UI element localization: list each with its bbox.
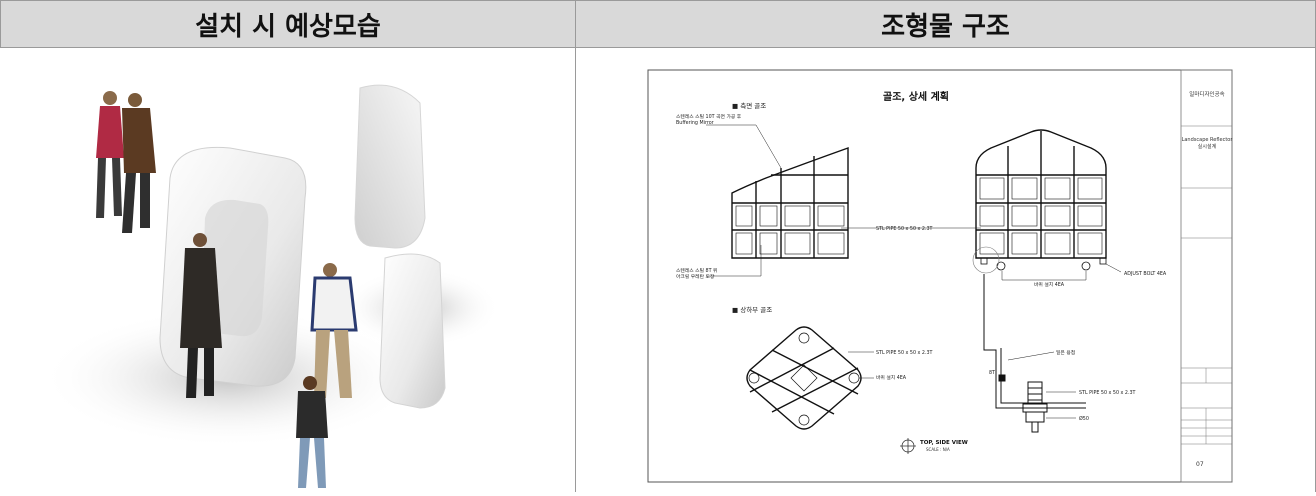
side-frame-left (731, 147, 849, 259)
callout-paint-2: 아크릴 우레탄 도장 (676, 273, 715, 280)
callout-mirror-2: Buffering Mirror (676, 120, 714, 126)
view-scale: SCALE : N/A (926, 447, 950, 452)
rendering-image (40, 84, 500, 488)
top-frame (746, 326, 862, 430)
header-left: 설치 시 예상모습 (0, 0, 576, 48)
section-top-label: ■ 상하부 골조 (732, 305, 772, 314)
callout-mirror: 스텐레스 스틸 10T 곡면 가공 후 (676, 113, 742, 120)
person-woman (296, 376, 328, 488)
callout-diameter: Ø50 (1079, 415, 1089, 422)
wheels (972, 246, 1107, 274)
title-block-project-sub: 실시설계 (1198, 143, 1217, 150)
callout-wheel-top: 바퀴 설치 4EA (876, 374, 907, 381)
title-block-project: Landscape Reflector (1182, 137, 1234, 143)
page-number: 07 (1196, 461, 1204, 468)
view-marker (900, 438, 916, 454)
sculpture-right (379, 253, 446, 409)
bolt-detail (983, 274, 1086, 433)
callout-pipe: STL PIPE 50 x 50 x 2.3T (876, 226, 933, 232)
installation-rendering (0, 48, 575, 492)
person-white-jacket (310, 263, 358, 398)
section-side-label: ■ 측면 골조 (732, 101, 766, 110)
side-frame-right (975, 129, 1107, 259)
header-right: 조형물 구조 (575, 0, 1316, 48)
person-coat (180, 233, 222, 398)
title-block-company: 일마디자인공속 (1189, 90, 1224, 98)
person-couple (96, 91, 156, 233)
drawing-sheet: 일마디자인공속 Landscape Reflector 실시설계 07 골조, … (647, 69, 1234, 483)
callout-weld: 일은 용접 (1056, 349, 1075, 356)
callout-thickness: 8T (989, 370, 995, 376)
callout-pipe-top: STL PIPE 50 x 50 x 2.3T (876, 350, 933, 356)
callout-pipe-detail: STL PIPE 50 x 50 x 2.3T (1079, 390, 1136, 396)
structure-drawing: 일마디자인공속 Landscape Reflector 실시설계 07 골조, … (576, 48, 1316, 492)
callout-bolt: ADJUST BOLT 4EA (1124, 271, 1167, 277)
view-title: TOP, SIDE VIEW (920, 440, 968, 446)
column-divider (575, 48, 576, 492)
callout-wheel-side: 바퀴 설치 4EA (1034, 281, 1065, 288)
title-block-frame (1180, 69, 1233, 483)
sculpture-top (354, 84, 426, 249)
drawing-title: 골조, 상세 계획 (883, 90, 949, 103)
callout-paint: 스텐레스 스틸 8T 위 (676, 267, 717, 274)
